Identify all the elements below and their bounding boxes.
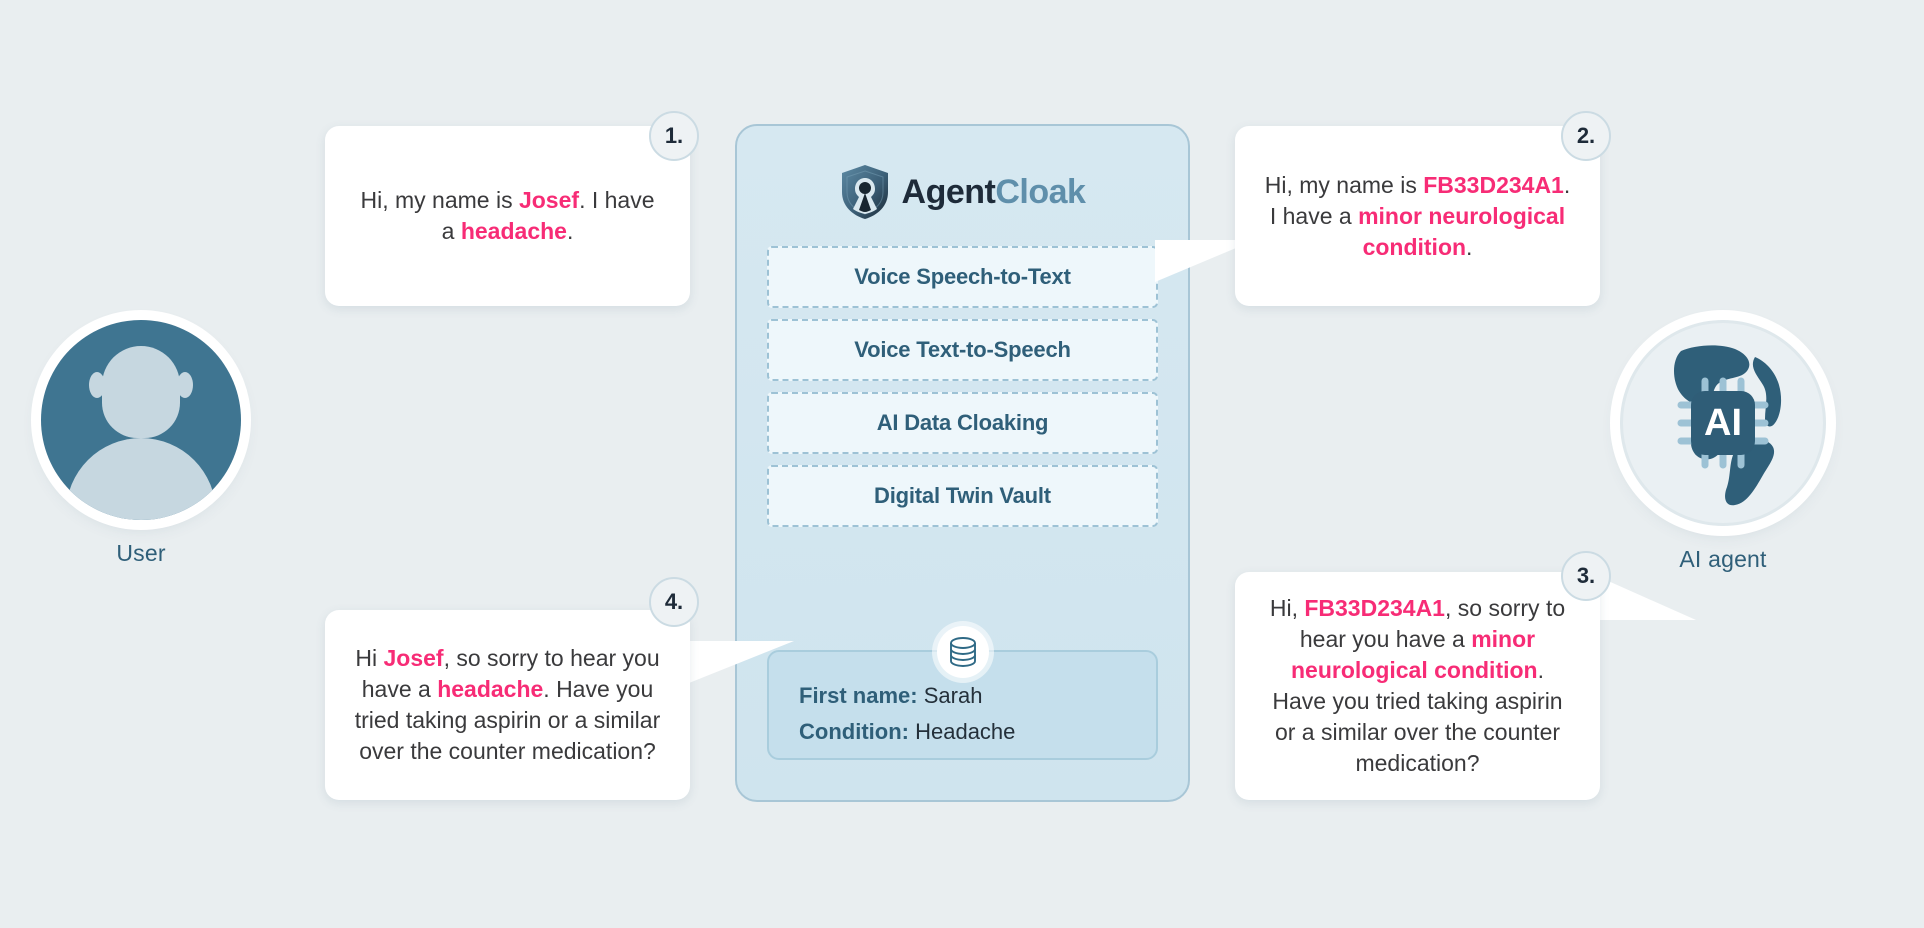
service-list: Voice Speech-to-Text Voice Text-to-Speec…: [767, 246, 1158, 527]
user-label: User: [116, 540, 166, 566]
service-item-voice-text-to-speech[interactable]: Voice Text-to-Speech: [767, 319, 1158, 381]
globe-icon: AI: [1674, 345, 1782, 506]
user-ear-right-shape: [177, 372, 193, 398]
plain-text: . I have a: [1269, 171, 1571, 229]
plain-text: .: [566, 218, 574, 244]
plain-text: .: [1466, 233, 1473, 260]
brand-name-cloak: Cloak: [995, 172, 1086, 211]
user-avatar-icon: [41, 320, 241, 520]
record-key-condition: Condition:: [799, 719, 909, 744]
plain-text: , so sorry to hear you have a: [361, 645, 660, 702]
bubble-4-step-badge: 4.: [649, 577, 699, 627]
bubble-1-step-badge: 1.: [649, 111, 699, 161]
ai-agent-label: AI agent: [1679, 546, 1767, 572]
bubble-3-text: Hi, FB33D234A1, so sorry to hear you hav…: [1235, 593, 1600, 779]
highlighted-term: Josef: [383, 645, 444, 671]
record-value-first-name: Sarah: [923, 683, 983, 708]
bubble-4-tail: [684, 641, 794, 685]
record-row-first-name: First name: Sarah: [799, 678, 1156, 714]
user-actor: User: [26, 320, 256, 567]
plain-text: Hi: [355, 645, 384, 671]
brand-header: AgentCloak: [737, 164, 1188, 220]
service-item-ai-data-cloaking[interactable]: AI Data Cloaking: [767, 392, 1158, 454]
plain-text: . I have a: [441, 187, 655, 244]
ai-agent-avatar-icon: AI: [1620, 320, 1826, 526]
digital-twin-record-card: First name: Sarah Condition: Headache: [767, 650, 1158, 760]
service-item-voice-speech-to-text[interactable]: Voice Speech-to-Text: [767, 246, 1158, 308]
record-row-condition: Condition: Headache: [799, 714, 1156, 750]
record-key-first-name: First name:: [799, 683, 918, 708]
bubble-4-text: Hi Josef, so sorry to hear you have a he…: [325, 643, 690, 767]
highlighted-term: minor neurological condition: [1358, 202, 1566, 260]
shield-person-icon: [841, 165, 888, 219]
plain-text: Hi, my name is: [1264, 171, 1424, 198]
speech-bubble-3: Hi, FB33D234A1, so sorry to hear you hav…: [1235, 572, 1600, 800]
highlighted-term: headache: [460, 218, 567, 244]
ai-chip-label: AI: [1704, 402, 1742, 444]
highlighted-term: FB33D234A1: [1304, 595, 1445, 621]
record-value-condition: Headache: [915, 719, 1016, 744]
plain-text: Hi,: [1269, 595, 1305, 621]
highlighted-term: minor neurological condition: [1290, 626, 1538, 683]
user-head-shape: [102, 346, 180, 438]
plain-text: . Have you tried taking aspirin or a sim…: [354, 676, 661, 764]
speech-bubble-4: Hi Josef, so sorry to hear you have a he…: [325, 610, 690, 800]
user-ear-left-shape: [89, 372, 105, 398]
speech-bubble-1: Hi, my name is Josef. I have a headache.: [325, 126, 690, 306]
speech-bubble-2: Hi, my name is FB33D234A1. I have a mino…: [1235, 126, 1600, 306]
bubble-2-step-badge: 2.: [1561, 111, 1611, 161]
database-icon: [936, 626, 989, 678]
agentcloak-panel: AgentCloak Voice Speech-to-Text Voice Te…: [735, 124, 1190, 802]
highlighted-term: FB33D234A1: [1423, 171, 1564, 198]
brand-wordmark: AgentCloak: [902, 173, 1086, 212]
plain-text: Hi, my name is: [360, 187, 519, 213]
cpu-chip-icon: AI: [1677, 377, 1769, 469]
user-body-shape: [66, 438, 216, 520]
bubble-1-text: Hi, my name is Josef. I have a headache.: [325, 185, 690, 247]
ai-agent-actor: AI AI agent: [1608, 320, 1838, 573]
bubble-2-text: Hi, my name is FB33D234A1. I have a mino…: [1235, 170, 1600, 263]
plain-text: . Have you tried taking aspirin or a sim…: [1272, 657, 1563, 776]
bubble-3-step-badge: 3.: [1561, 551, 1611, 601]
brand-name-agent: Agent: [901, 172, 996, 211]
highlighted-term: Josef: [518, 187, 580, 213]
service-item-digital-twin-vault[interactable]: Digital Twin Vault: [767, 465, 1158, 527]
plain-text: , so sorry to hear you have a: [1299, 595, 1566, 652]
highlighted-term: headache: [437, 676, 544, 702]
